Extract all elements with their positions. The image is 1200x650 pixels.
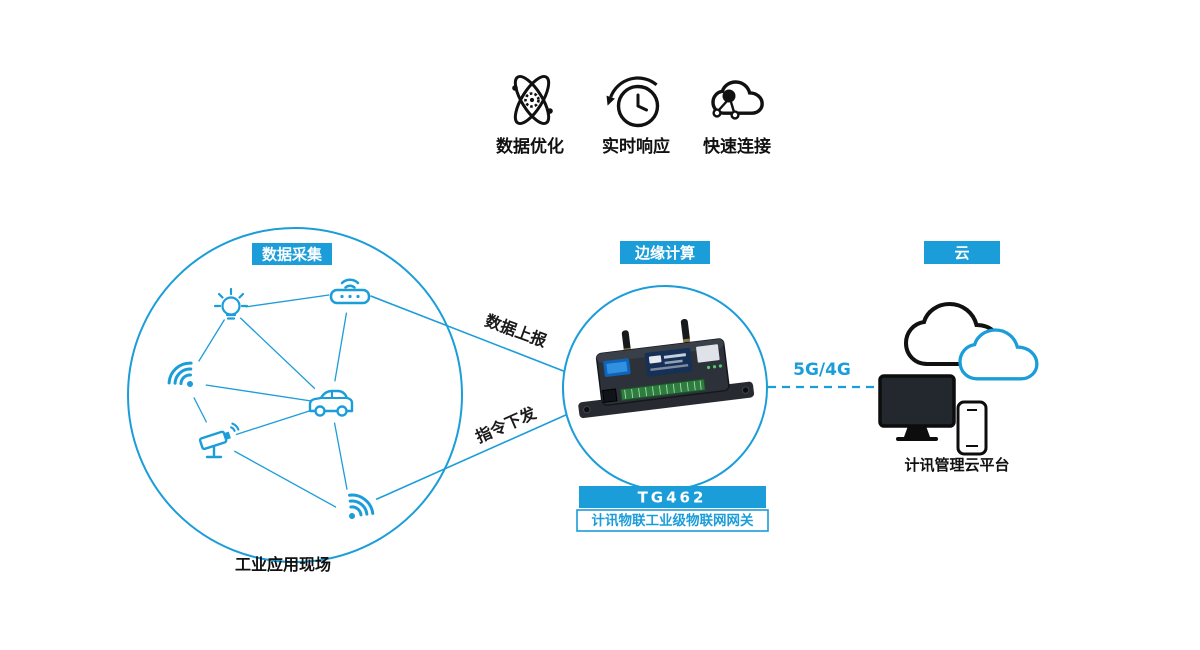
platform-caption: 计讯管理云平台 [904, 456, 1009, 474]
wifi-router-icon [329, 278, 371, 305]
gateway-device [578, 319, 755, 419]
uplink-line [357, 290, 567, 373]
cloud-platform: 云 计讯管理云平台 [878, 241, 1039, 474]
car-icon [308, 389, 354, 417]
monitor-icon [878, 374, 956, 441]
model-badge-label: TG462 [638, 489, 707, 507]
phone-icon [956, 400, 988, 456]
data-collection-badge-label: 数据采集 [262, 246, 323, 264]
downlink-label: 指令下发 [473, 403, 540, 447]
feature-label: 快速连接 [703, 136, 771, 157]
uplink-label: 数据上报 [483, 311, 550, 351]
field-network: 数据采集 工业应用现场 [127, 227, 569, 574]
wifi-signal-left-icon [167, 361, 193, 387]
edge-computing-badge [620, 241, 710, 264]
feature-row: 数据优化 实时响应 快速连接 [496, 74, 771, 157]
gateway-name-label: 计讯物联工业级物联网网关 [592, 512, 754, 529]
mesh-lines [185, 291, 353, 517]
light-bulb-icon [213, 287, 249, 320]
realtime-response-icon [606, 76, 660, 128]
edge-node: 边缘计算 TG462 计讯物联工业级物联网网关 [562, 241, 769, 532]
feature-label: 数据优化 [496, 136, 564, 157]
cloud-badge-label: 云 [954, 244, 969, 262]
data-collection-badge [252, 243, 332, 265]
feature-label: 实时响应 [602, 136, 670, 157]
field-caption: 工业应用现场 [235, 555, 331, 574]
downlink-line [367, 413, 569, 504]
wifi-signal-bottom-icon [347, 493, 375, 519]
gateway-name-badge [576, 509, 769, 532]
wan-label: 5G/4G [793, 360, 851, 380]
edge-computing-badge-label: 边缘计算 [634, 244, 695, 262]
model-badge [579, 486, 766, 508]
cloud-blue-icon [958, 328, 1039, 381]
fast-connect-icon [711, 80, 764, 120]
data-optimize-icon [512, 74, 553, 126]
cloud-badge [924, 241, 1000, 264]
cctv-camera-icon [198, 422, 240, 459]
field-circle [127, 227, 463, 563]
